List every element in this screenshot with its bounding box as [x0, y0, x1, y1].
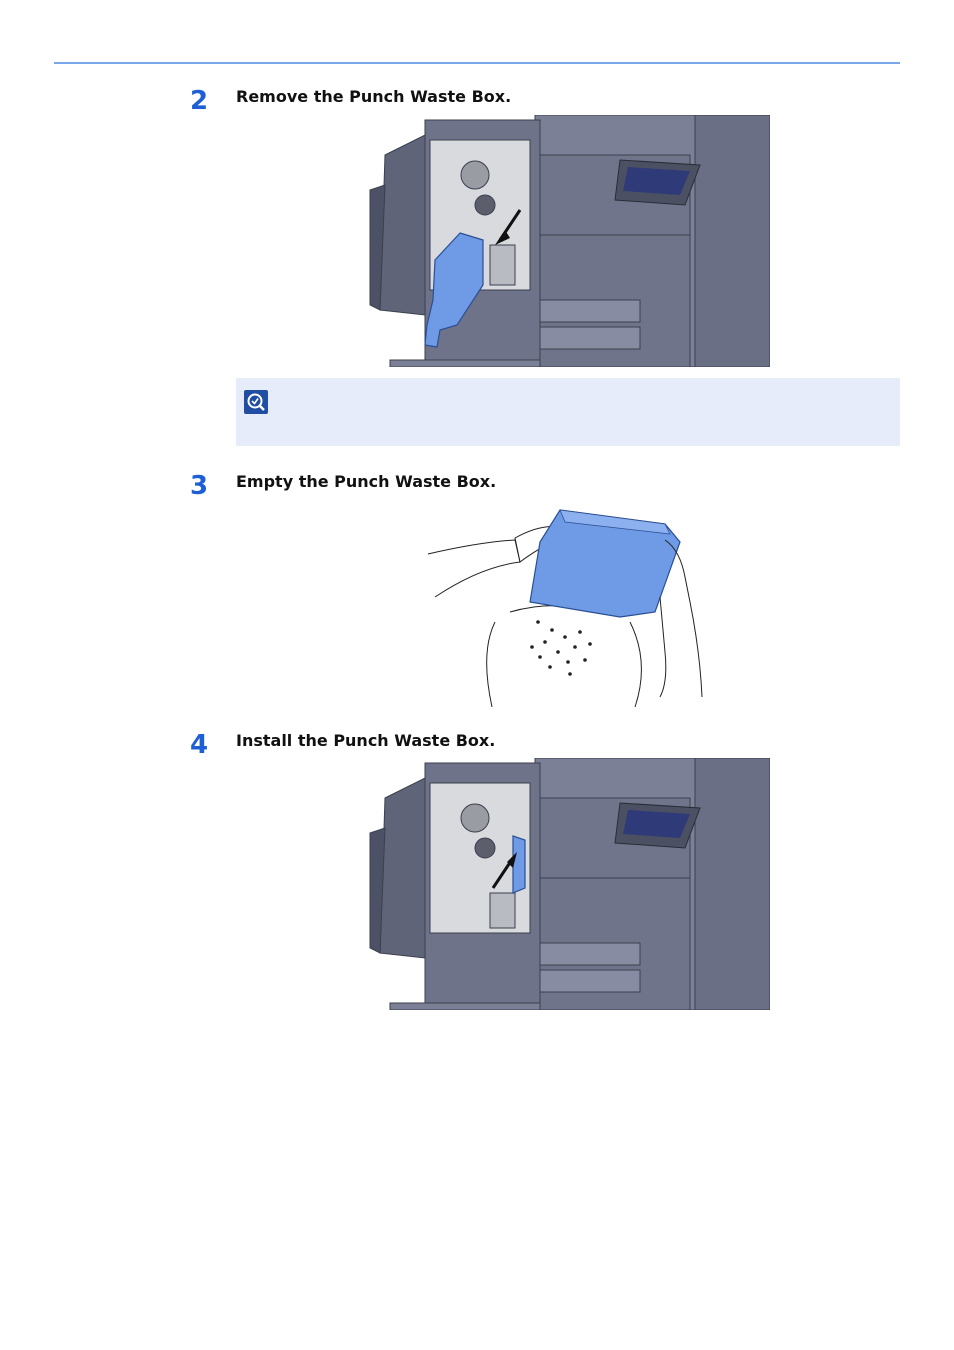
step-number-2: 2	[190, 86, 209, 116]
step-text-4: Install the Punch Waste Box.	[236, 731, 496, 750]
step-text-2: Remove the Punch Waste Box.	[236, 87, 512, 106]
note-icon	[244, 390, 268, 414]
empty-waste-box-figure	[427, 509, 703, 707]
step-number-3: 3	[190, 471, 209, 501]
remove-waste-box-figure	[369, 115, 770, 367]
install-waste-box-figure	[369, 758, 770, 1010]
note-box	[236, 378, 900, 446]
step-number-4: 4	[190, 730, 209, 760]
header-rule	[54, 62, 900, 64]
step-text-3: Empty the Punch Waste Box.	[236, 472, 497, 491]
